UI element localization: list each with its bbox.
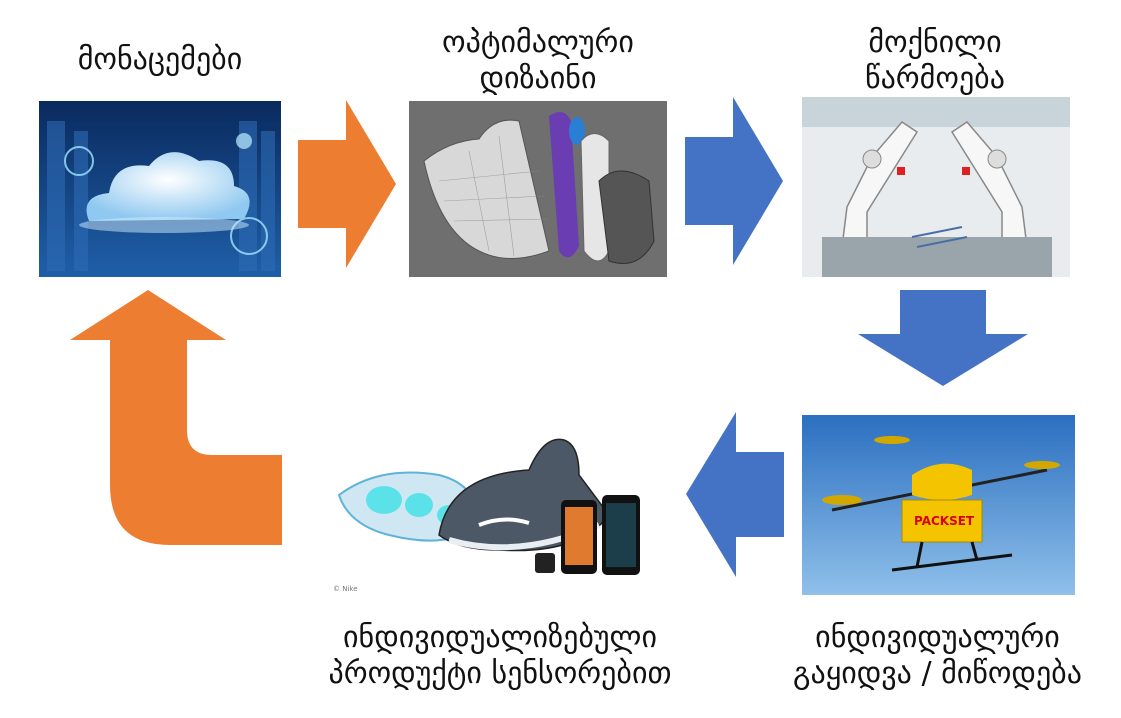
label-data: მონაცემები: [77, 42, 243, 77]
arrow-left-blue: [686, 412, 784, 577]
arrow-right-orange: [298, 100, 396, 268]
label-sales: ინდივიდუალური გაყიდვა / მიწოდება: [793, 620, 1082, 691]
label-product: ინდივიდუალიზებული პროდუქტი სენსორებით: [328, 620, 672, 691]
cloud-datacenter-image: [39, 101, 281, 277]
label-production: მოქნილი წარმოება: [865, 25, 1005, 96]
drone-package-text: PACKSET: [914, 514, 975, 528]
arrow-u-turn-orange: [70, 290, 282, 545]
smart-shoe-app-image: © Nike: [329, 415, 667, 595]
robot-arms-image: [802, 97, 1070, 277]
delivery-drone-image: PACKSET: [802, 415, 1075, 595]
arrow-down-blue: [858, 290, 1028, 386]
shoe-3d-model-image: [409, 101, 667, 277]
label-design: ოპტიმალური დიზაინი: [442, 25, 634, 96]
image-credit: © Nike: [333, 585, 358, 593]
arrow-right-blue: [685, 97, 783, 265]
